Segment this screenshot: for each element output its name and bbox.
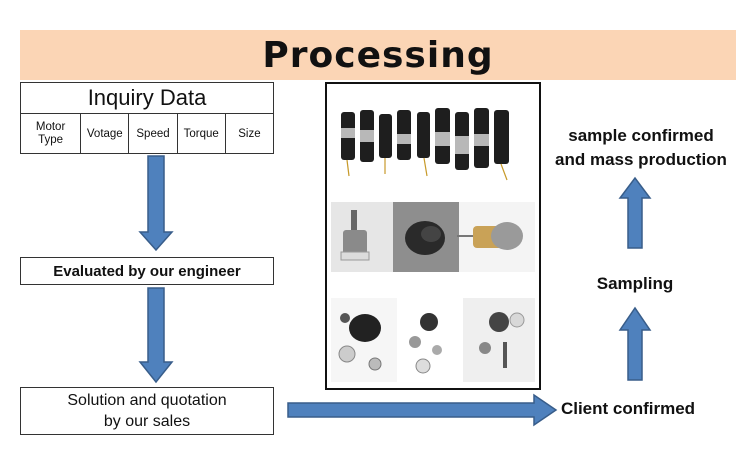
product-photo-panel — [325, 82, 541, 390]
inquiry-col-torque: Torque — [178, 114, 226, 154]
step-sampling: Sampling — [596, 274, 674, 293]
step-solution-line2: by our sales — [103, 413, 191, 430]
arrow-down-1 — [138, 155, 174, 252]
step-evaluated-box: Evaluated by our engineer — [20, 257, 274, 285]
page-title: Processing — [262, 34, 494, 76]
inquiry-col-speed: Speed — [129, 114, 178, 154]
arrow-down-2 — [138, 287, 174, 384]
step-client-confirmed: Client confirmed — [560, 399, 696, 418]
step-mass-line2: and mass production — [555, 150, 727, 169]
gearbox-photo-row — [331, 202, 535, 272]
product-photo-collage — [331, 88, 535, 382]
step-evaluated-label: Evaluated by our engineer — [53, 262, 241, 280]
title-banner: Processing — [20, 30, 736, 80]
step-solution-box: Solution and quotation by our sales — [20, 387, 274, 435]
inquiry-col-motor-type: Motor Type — [21, 114, 82, 154]
inquiry-data-title: Inquiry Data — [21, 83, 273, 114]
inquiry-data-table: Inquiry Data Motor Type Votage Speed Tor… — [20, 82, 274, 154]
parts-photo-row — [331, 298, 535, 382]
step-mass-line1: sample confirmed — [568, 126, 714, 145]
step-mass-production: sample confirmed and mass production — [538, 124, 744, 172]
arrow-right — [287, 393, 558, 427]
arrow-up-1 — [618, 306, 652, 381]
arrow-up-2 — [618, 176, 652, 249]
inquiry-col-size: Size — [238, 127, 261, 140]
step-solution-line1: Solution and quotation — [67, 392, 227, 409]
inquiry-col-voltage: Votage — [81, 114, 130, 154]
motor-lineup-photo — [331, 88, 535, 192]
